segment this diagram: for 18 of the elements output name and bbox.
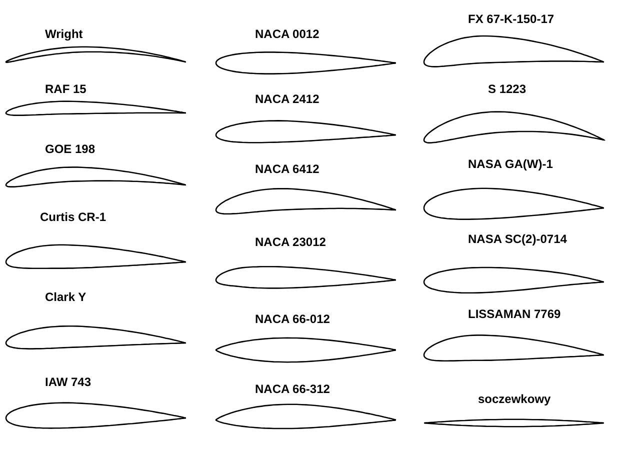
airfoil-name: Clark Y: [45, 290, 86, 304]
airfoil-name: NACA 2412: [255, 92, 320, 106]
airfoil-name: Curtis CR-1: [40, 210, 106, 224]
airfoil-name: RAF 15: [45, 82, 86, 96]
airfoil-name: NASA SC(2)-0714: [468, 232, 567, 246]
airfoil-name: FX 67-K-150-17: [468, 12, 554, 26]
airfoil-name: soczewkowy: [478, 392, 551, 406]
airfoil-name: IAW 743: [45, 375, 92, 389]
airfoil-name: NACA 0012: [255, 27, 320, 41]
airfoil-name: NACA 66-012: [255, 312, 330, 326]
airfoil-name: S 1223: [488, 82, 526, 96]
airfoil-name: NACA 6412: [255, 162, 320, 176]
airfoil-name: NACA 66-312: [255, 382, 330, 396]
airfoil-name: Wright: [45, 27, 83, 41]
airfoil-name: NASA GA(W)-1: [468, 157, 553, 171]
airfoil-name: LISSAMAN 7769: [468, 307, 561, 321]
airfoil-name: NACA 23012: [255, 235, 326, 249]
airfoil-name: GOE 198: [45, 142, 96, 156]
